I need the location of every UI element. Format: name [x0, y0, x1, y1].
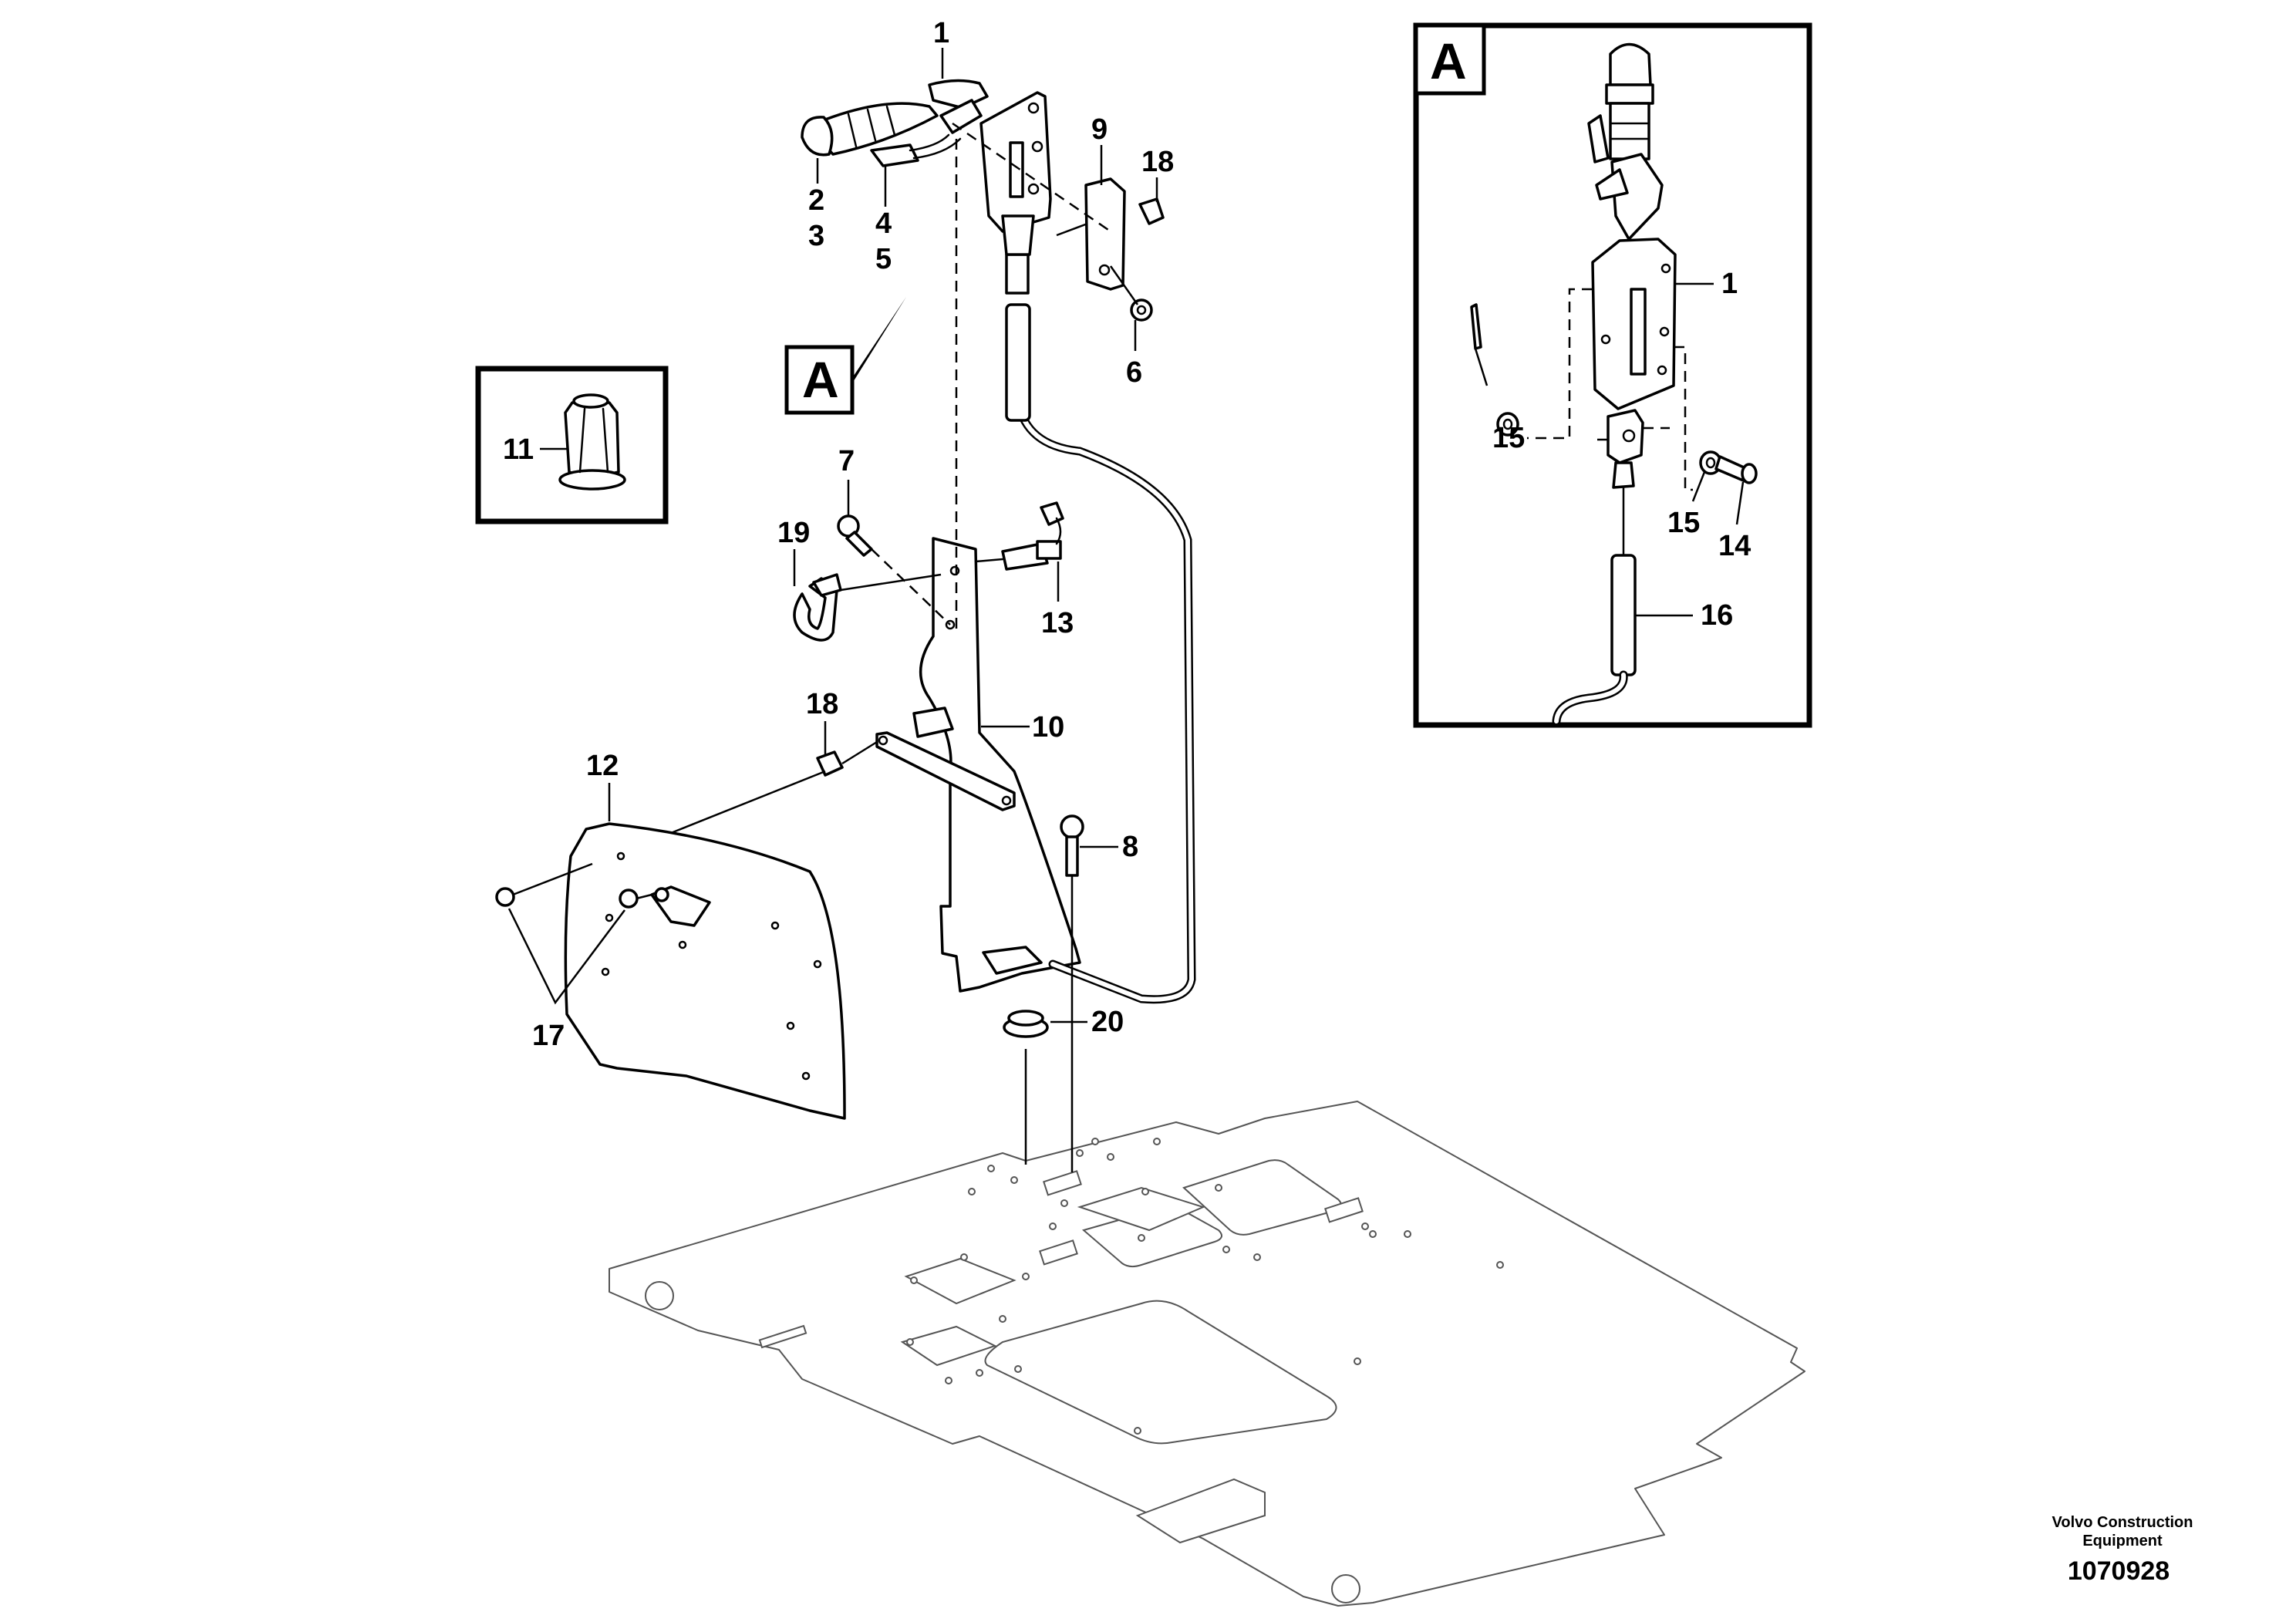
- detail-a-inset: A: [1413, 22, 1812, 728]
- detail-callout-15-right: 15: [1667, 507, 1700, 539]
- company-line-2: Equipment: [2082, 1533, 2163, 1549]
- callout-10: 10: [1032, 711, 1064, 744]
- callout-2: 2: [808, 184, 824, 217]
- callout-4: 4: [875, 207, 892, 240]
- detail-callout-1: 1: [1721, 268, 1738, 300]
- callout-5: 5: [875, 243, 892, 275]
- nut-6: [1130, 298, 1153, 322]
- inset-item-11: 11: [475, 366, 669, 524]
- detail-a-title: A: [1430, 32, 1467, 89]
- mounting-plate: [1084, 177, 1126, 291]
- lever-assembly: [801, 79, 1052, 256]
- callout-12: 12: [586, 750, 619, 782]
- floor-plate: [609, 1101, 1805, 1607]
- callout-6: 6: [1126, 356, 1142, 389]
- callout-18-bottom: 18: [806, 688, 838, 720]
- detail-callout-15-left: 15: [1492, 422, 1525, 454]
- company-line-1: Volvo Construction: [2052, 1514, 2193, 1531]
- control-cable: [1005, 230, 1196, 1004]
- cover-panel: [564, 822, 846, 1120]
- screws-17: [495, 862, 652, 909]
- bolt-7: [837, 514, 873, 557]
- position-sensor: [974, 501, 1064, 571]
- drawing-number: 1070928: [2067, 1556, 2170, 1586]
- callout-8: 8: [1122, 831, 1138, 863]
- callout-17: 17: [532, 1020, 565, 1052]
- support-bracket: [875, 537, 1081, 993]
- callout-11: 11: [503, 433, 534, 466]
- view-marker-a: A: [784, 297, 906, 415]
- view-marker-letter: A: [802, 351, 839, 408]
- callout-18-top: 18: [1141, 146, 1174, 178]
- detail-callout-14: 14: [1718, 530, 1751, 562]
- callout-labels: 1 2 3 4 5 6 7 8 9 10 12 13 18 18 19 17 2…: [532, 17, 1174, 1052]
- clip-lower: [816, 750, 844, 777]
- callout-13: 13: [1041, 607, 1074, 639]
- detail-callout-16: 16: [1701, 599, 1733, 632]
- bolt-8: [1060, 814, 1084, 877]
- callout-19: 19: [777, 517, 810, 549]
- callout-7: 7: [838, 445, 855, 477]
- company-name: Volvo Construction Equipment: [2014, 1513, 2230, 1550]
- assembly-line-1: [952, 122, 1111, 233]
- grommet-20: [1003, 1010, 1049, 1038]
- callout-20: 20: [1091, 1006, 1124, 1038]
- callout-1: 1: [933, 17, 949, 49]
- clip-upper: [1138, 197, 1165, 225]
- callout-9: 9: [1091, 113, 1108, 146]
- callout-3: 3: [808, 220, 824, 252]
